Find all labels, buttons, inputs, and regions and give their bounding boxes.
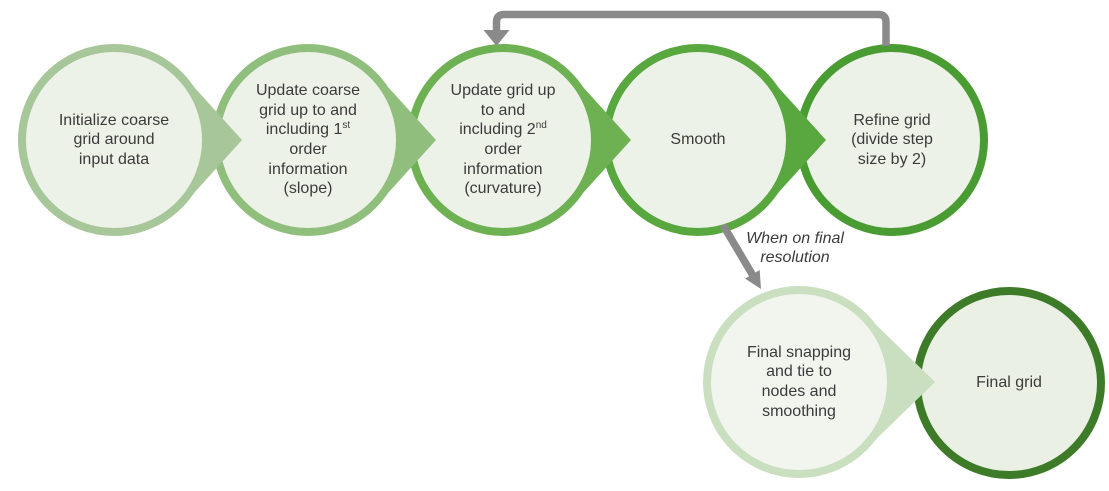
node-label-final-snapping: Final snapping and tie to nodes and smoo… (715, 343, 883, 421)
flow-node-refine-grid: Refine grid (divide step size by 2) (796, 44, 988, 236)
node-text-superscript: nd (535, 120, 547, 132)
node-text: Update grid up to and including 2 (450, 82, 556, 139)
node-text: Smooth (670, 131, 726, 149)
flow-node-final-snapping: Final snapping and tie to nodes and smoo… (703, 286, 895, 478)
node-text: Update coarse grid up to and including 1 (255, 82, 361, 139)
loopback-arrow-shaft (492, 10, 890, 46)
node-text: Final grid (976, 374, 1042, 392)
node-text: Final snapping and tie to nodes and smoo… (746, 343, 852, 420)
node-text-superscript: st (342, 120, 351, 132)
node-label-initialize-coarse-grid: Initialize coarse grid around input data (30, 111, 198, 170)
annotation-when-on-final-resolution: When on final resolution (746, 230, 844, 266)
flow-node-initialize-coarse-grid: Initialize coarse grid around input data (18, 44, 210, 236)
node-label-refine-grid: Refine grid (divide step size by 2) (808, 111, 976, 170)
final-resolution-arrow-head (745, 270, 761, 289)
node-label-update-first-order: Update coarse grid up to and including 1… (224, 81, 392, 198)
node-label-final-grid: Final grid (925, 373, 1093, 393)
node-text-after: order information (curvature) (463, 141, 543, 198)
node-label-update-second-order: Update grid up to and including 2nd orde… (419, 81, 587, 198)
flow-node-update-second-order: Update grid up to and including 2nd orde… (407, 44, 599, 236)
node-text-after: order information (slope) (268, 141, 348, 198)
flow-node-smooth: Smooth (602, 44, 794, 236)
node-text: Refine grid (divide step size by 2) (851, 111, 933, 168)
flow-node-final-grid: Final grid (913, 287, 1105, 479)
node-label-smooth: Smooth (614, 130, 782, 150)
node-text: Initialize coarse grid around input data (58, 111, 170, 168)
